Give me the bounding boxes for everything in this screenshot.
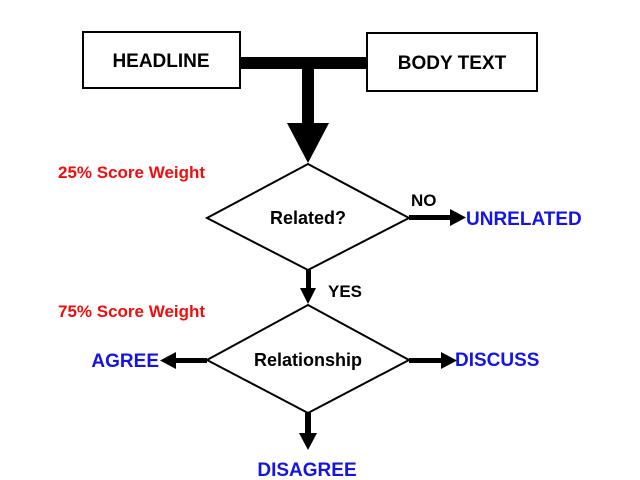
- agree-arrow-shaft: [172, 358, 207, 363]
- yes-arrow-shaft: [306, 270, 311, 290]
- relationship-label: Relationship: [254, 350, 362, 370]
- agree-arrow-head: [160, 352, 176, 369]
- headline-label: HEADLINE: [112, 51, 209, 72]
- disagree-arrow-shaft: [305, 413, 311, 435]
- stage2-weight-label: 75% Score Weight: [58, 302, 205, 321]
- agree-outcome: AGREE: [91, 351, 159, 372]
- discuss-outcome: DISCUSS: [455, 350, 539, 371]
- disagree-outcome: DISAGREE: [257, 460, 356, 480]
- body-text-box: [366, 32, 538, 92]
- discuss-arrow-head: [441, 352, 457, 369]
- headline-box: [82, 31, 241, 89]
- disagree-arrow-head: [299, 433, 317, 450]
- related-label: Related?: [270, 208, 346, 228]
- unrelated-outcome: UNRELATED: [466, 209, 582, 230]
- no-edge-label: NO: [411, 191, 437, 210]
- yes-arrow-head: [300, 288, 316, 304]
- merge-arrow-shaft: [302, 69, 314, 125]
- no-arrow-head: [450, 209, 466, 226]
- yes-edge-label: YES: [328, 282, 362, 301]
- stage1-weight-label: 25% Score Weight: [58, 163, 205, 182]
- discuss-arrow-shaft: [409, 358, 445, 363]
- body-text-label: BODY TEXT: [398, 53, 507, 74]
- merge-arrow-head: [287, 123, 329, 163]
- no-arrow-shaft: [409, 215, 454, 220]
- merge-bar: [240, 57, 367, 69]
